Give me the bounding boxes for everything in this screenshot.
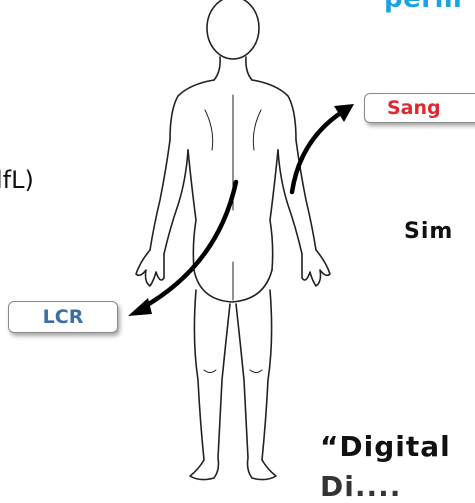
bottom-text-fragment: “Digital xyxy=(320,430,451,463)
top-text-fragment: perm xyxy=(384,0,462,14)
left-text-fragment: lfL) xyxy=(0,166,34,194)
blood-label-box: Sang xyxy=(364,93,475,123)
arrow-to-csf-head-icon xyxy=(128,298,152,316)
right-text-fragment: Sim xyxy=(404,219,453,244)
csf-label: LCR xyxy=(43,306,84,328)
arrow-to-blood-icon xyxy=(292,112,342,192)
csf-label-box: LCR xyxy=(8,301,118,333)
arrow-to-csf-icon xyxy=(142,182,236,308)
blood-label: Sang xyxy=(387,97,441,119)
body-outline xyxy=(136,0,330,480)
bottom-text-fragment-2: Di.... xyxy=(320,470,401,503)
human-figure-illustration xyxy=(0,0,475,490)
head-outline xyxy=(207,0,259,59)
